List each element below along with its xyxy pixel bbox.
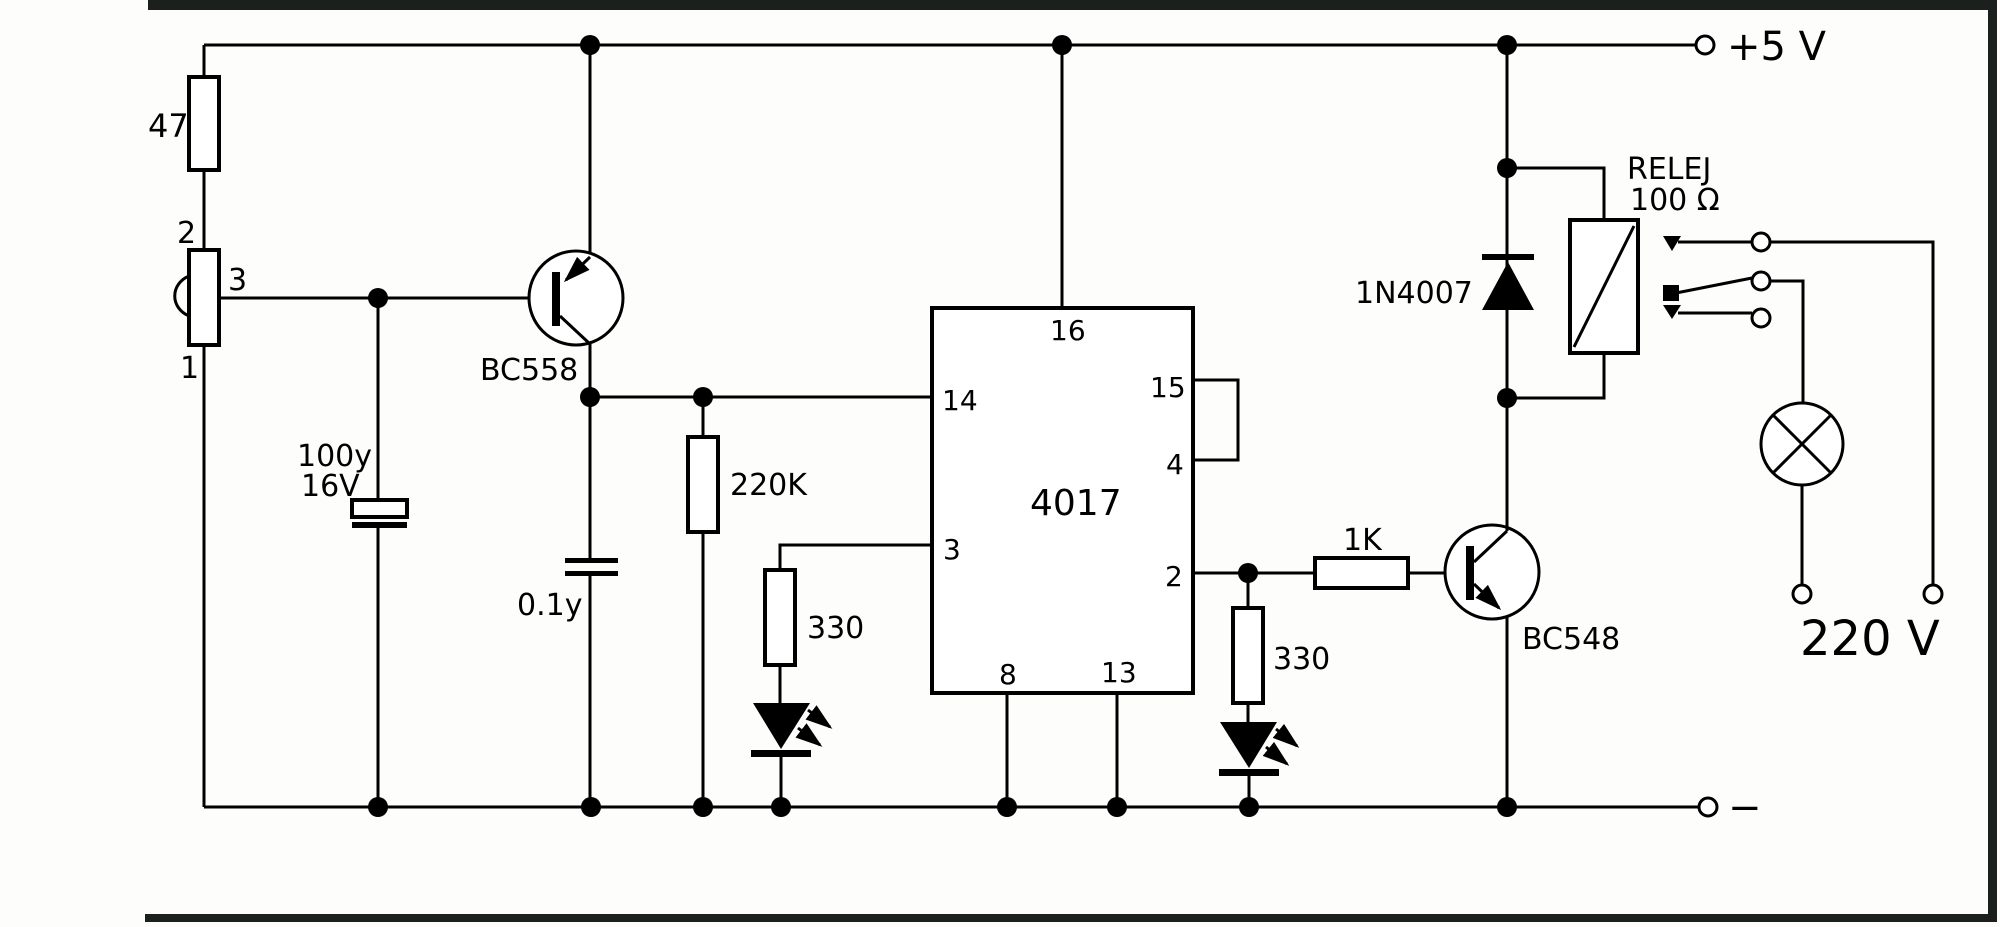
transistor-q2-label: BC548 [1522,622,1620,657]
cap-c01-plate-top [565,558,618,563]
junction-dot [1497,797,1517,817]
transistor-q2-base-bar [1466,546,1474,600]
junction-dot [368,797,388,817]
ic-pin16-label: 16 [1050,314,1086,347]
mains-voltage-label: 220 V [1800,611,1940,667]
relay-coil-diagonal [1572,225,1636,348]
wire-contact-to-mains [1770,240,1935,585]
resistor-r220k [686,435,720,534]
gnd-minus-label: − [1728,785,1762,831]
relay-armature-pivot [1663,285,1679,301]
wire-relay-top [1507,166,1606,220]
led2-light-arrow [1272,723,1300,748]
led1-cathode-bar [751,750,811,757]
frame-right-bar [1988,0,1997,922]
ir-pin3-label: 3 [228,263,247,298]
resistor-r47-label: 47 [148,107,189,145]
cap-c100-value-label: 100y [297,439,372,474]
diode-d1-triangle [1482,262,1534,310]
wire-pin3-to-r330-left [778,543,932,570]
relay-terminal-middle [1750,270,1772,292]
junction-dot [1107,797,1127,817]
junction-dot [1052,35,1072,55]
cap-c100-plus-plate [350,498,409,519]
relay-contact-fixed-top [1663,236,1681,251]
cap-c100-minus-plate [352,522,407,528]
led2-cathode-bar [1219,769,1279,776]
frame-bottom-bar [145,914,1997,922]
ir-receiver-body [187,248,221,347]
led1-light-arrow [795,723,823,747]
diode-d1-label: 1N4007 [1355,276,1473,311]
junction-dot [580,35,600,55]
ic-pin15-label: 15 [1150,371,1186,404]
relay-terminal-bottom [1750,307,1772,329]
transistor-q2-body [1443,523,1541,621]
ir-pin1-label: 1 [180,351,199,386]
mains-terminal-left [1791,583,1813,605]
junction-dot [693,797,713,817]
led1-light-arrow [805,705,833,729]
ic-pin3-label: 3 [943,533,961,566]
resistor-r1k [1313,556,1410,590]
ir-receiver-lens [173,274,190,318]
ic-4017-label: 4017 [1030,483,1122,524]
frame-top-bar [148,0,1997,10]
transistor-q1-collector-diag [558,314,592,346]
ic-pin2-label: 2 [1165,560,1183,593]
resistor-r330-right [1231,606,1265,705]
resistor-r330-right-label: 330 [1273,642,1330,677]
cap-c01-label: 0.1y [517,588,582,623]
led2-triangle [1220,722,1277,768]
led2-light-arrow [1262,741,1290,766]
transistor-q2-emitter-arrow [1472,582,1502,611]
ic-pin4-label: 4 [1166,448,1184,481]
vcc-label: +5 V [1727,24,1827,70]
resistor-r1k-label: 1K [1343,523,1383,558]
ic-4017-body [930,306,1195,695]
transistor-q1-label: BC558 [480,353,578,388]
wire-pin15-pin4-bracket [1193,378,1240,462]
cap-c01-plate-bottom [565,571,618,576]
resistor-r220k-label: 220K [730,468,808,503]
led1-triangle [753,703,810,749]
wire-relay-bottom [1507,353,1606,400]
vcc-terminal [1694,34,1716,56]
diode-d1-cathode-bar [1482,254,1534,260]
junction-dot [1239,797,1259,817]
resistor-r330-left [763,568,797,667]
ir-pin2-label: 2 [177,216,196,251]
gnd-terminal [1697,796,1719,818]
ic-pin14-label: 14 [942,384,978,417]
relay-contact-fixed-bottom [1663,305,1681,319]
resistor-r47 [187,75,221,172]
relay-terminal-top [1750,231,1772,253]
ic-pin8-label: 8 [999,658,1017,691]
cap-c100-voltage-label: 16V [301,469,360,504]
wire-contact-to-lamp [1770,279,1805,403]
relay-name-label: RELEJ [1627,152,1711,187]
lamp-cross-line [1771,413,1833,475]
junction-dot [997,797,1017,817]
ic-pin13-label: 13 [1101,656,1137,689]
transistor-q1-base-bar [552,272,560,326]
transistor-q1-emitter-arrow [563,255,592,283]
junction-dot [581,797,601,817]
relay-armature-arm [1675,276,1753,295]
junction-dot [771,797,791,817]
mains-terminal-right [1922,583,1944,605]
junction-dot [1497,35,1517,55]
resistor-r330-left-label: 330 [807,611,864,646]
relay-value-label: 100 Ω [1630,183,1720,218]
transistor-q2-collector-diag [1472,529,1509,564]
